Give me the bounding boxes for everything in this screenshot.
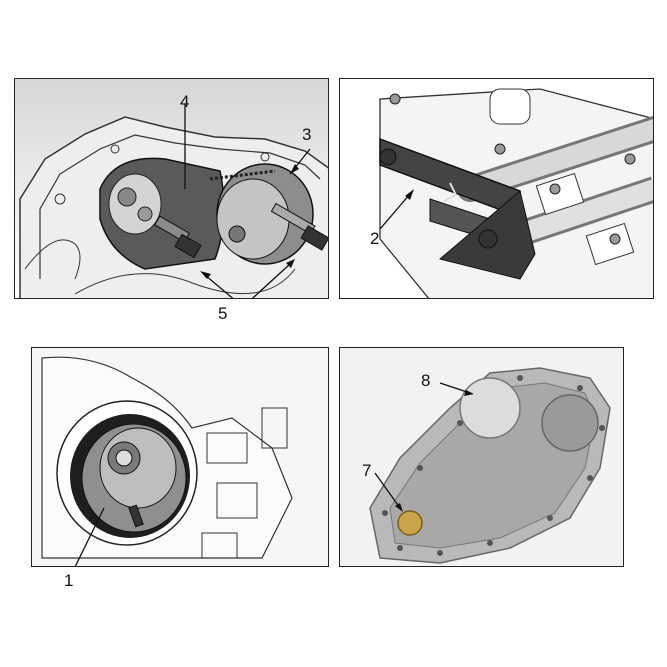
callout-8: 8	[421, 371, 431, 390]
panel-top-right-camshaft-tool	[339, 78, 654, 299]
callout-7: 7	[362, 461, 372, 480]
panel-bottom-right-timing-cover-photo	[339, 347, 624, 567]
callout-5: 5	[218, 304, 228, 323]
callout-1: 1	[64, 571, 74, 590]
cylinder-head-drawing	[340, 79, 653, 298]
panel-bottom-left-crankshaft-tool	[31, 347, 329, 567]
callout-4: 4	[180, 92, 190, 111]
timing-cover-photo	[340, 348, 623, 566]
crankshaft-pulley-drawing	[32, 348, 328, 566]
callout-3: 3	[302, 125, 312, 144]
callout-2: 2	[370, 229, 380, 248]
panel-top-left-timing-tools	[14, 78, 329, 299]
engine-front-drawing	[15, 79, 328, 298]
